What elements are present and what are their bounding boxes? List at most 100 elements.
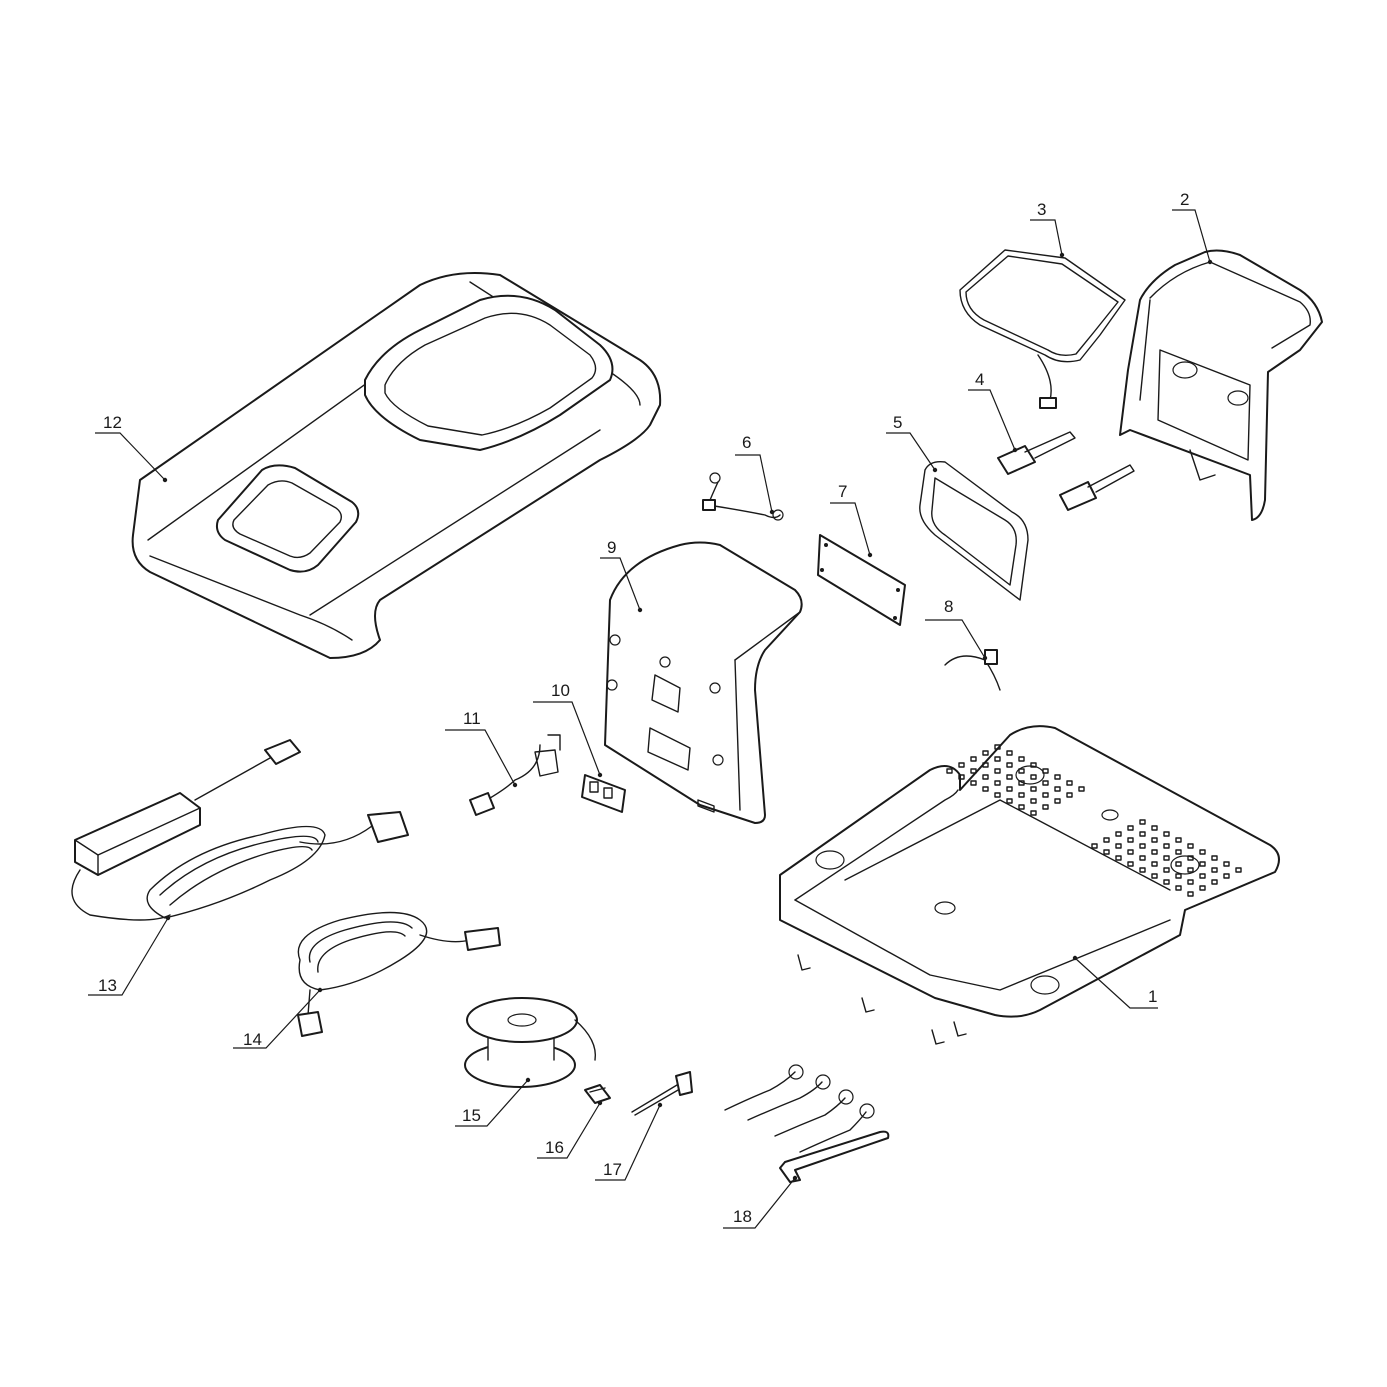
leader-dot-17 xyxy=(657,1102,663,1108)
wire-connector-part xyxy=(584,1084,611,1104)
vent-hole xyxy=(994,792,1001,798)
vent-hole xyxy=(982,750,989,756)
vent-hole xyxy=(1127,837,1134,843)
sensor-cable-part xyxy=(944,649,1001,691)
leader-dot-13 xyxy=(165,915,171,921)
power-supply-part xyxy=(71,739,409,921)
connector-board-part xyxy=(581,774,626,813)
vent-hole xyxy=(1187,879,1194,885)
leader-dot-12 xyxy=(162,477,168,483)
vent-hole xyxy=(1163,855,1170,861)
vent-hole xyxy=(958,774,965,780)
vent-hole xyxy=(1054,774,1061,780)
vent-hole xyxy=(1030,798,1037,804)
leader-line-17 xyxy=(595,1104,661,1181)
rear-housing-part xyxy=(1119,249,1323,521)
vent-hole xyxy=(1151,837,1158,843)
vent-hole xyxy=(1151,861,1158,867)
vent-hole xyxy=(1211,879,1218,885)
vent-hole xyxy=(982,774,989,780)
callout-number: 3 xyxy=(1037,200,1046,219)
vent-hole xyxy=(1018,780,1025,786)
leader-dot-9 xyxy=(637,607,643,613)
vent-hole xyxy=(994,768,1001,774)
vent-hole xyxy=(982,762,989,768)
vent-hole xyxy=(1187,855,1194,861)
vent-hole xyxy=(1163,879,1170,885)
vent-hole xyxy=(1018,756,1025,762)
vent-hole xyxy=(1235,867,1242,873)
callout-number: 14 xyxy=(243,1030,262,1049)
vent-hole xyxy=(1006,786,1013,792)
screw-set-part xyxy=(724,1064,890,1183)
leader-line-5 xyxy=(886,432,936,471)
vent-hole xyxy=(1078,786,1085,792)
leader-line-8 xyxy=(925,619,986,659)
vent-hole xyxy=(1151,873,1158,879)
leader-dot-10 xyxy=(597,772,603,778)
vent-hole xyxy=(1006,762,1013,768)
leader-dot-2 xyxy=(1207,259,1213,265)
leader-line-11 xyxy=(445,729,516,786)
leader-line-15 xyxy=(455,1079,529,1127)
vent-hole xyxy=(1139,819,1146,825)
vent-hole xyxy=(1030,810,1037,816)
vent-hole xyxy=(1163,843,1170,849)
vent-hole xyxy=(1030,786,1037,792)
vent-hole xyxy=(1006,774,1013,780)
vent-hole xyxy=(1042,804,1049,810)
vent-hole xyxy=(1042,768,1049,774)
vent-hole xyxy=(1199,873,1206,879)
front-panel-part xyxy=(604,541,803,824)
dc-connector-part xyxy=(469,734,561,816)
wire-spool-part xyxy=(464,997,597,1088)
ground-peg-part xyxy=(631,1071,693,1116)
callout-number: 1 xyxy=(1148,987,1157,1006)
circuit-board-part xyxy=(817,534,906,626)
vent-hole xyxy=(1127,825,1134,831)
vent-hole xyxy=(1006,750,1013,756)
leader-dot-15 xyxy=(525,1077,531,1083)
callout-number: 16 xyxy=(545,1138,564,1157)
leader-line-9 xyxy=(600,557,641,611)
vent-hole xyxy=(1211,867,1218,873)
vent-hole xyxy=(994,744,1001,750)
vent-hole xyxy=(1187,891,1194,897)
leader-line-18 xyxy=(723,1177,796,1229)
vent-hole xyxy=(1199,849,1206,855)
vent-hole xyxy=(970,768,977,774)
vent-hole xyxy=(1139,843,1146,849)
vent-hole xyxy=(1042,792,1049,798)
callout-number: 13 xyxy=(98,976,117,995)
vent-hole xyxy=(1103,849,1110,855)
vent-hole xyxy=(994,756,1001,762)
vent-hole xyxy=(1175,885,1182,891)
vent-hole xyxy=(1066,792,1073,798)
vent-hole xyxy=(1006,798,1013,804)
leader-dot-14 xyxy=(317,987,323,993)
vent-hole xyxy=(946,768,953,774)
vent-hole xyxy=(1042,780,1049,786)
vent-hole xyxy=(1115,843,1122,849)
callout-number: 8 xyxy=(944,597,953,616)
leader-line-7 xyxy=(830,502,871,556)
vent-hole xyxy=(970,780,977,786)
leader-dot-8 xyxy=(982,655,988,661)
leader-dot-3 xyxy=(1059,252,1065,258)
vent-hole xyxy=(1018,792,1025,798)
callout-number: 7 xyxy=(838,482,847,501)
leader-dot-6 xyxy=(769,509,775,515)
callout-number: 15 xyxy=(462,1106,481,1125)
vent-hole xyxy=(1187,843,1194,849)
base-plate-part xyxy=(779,725,1280,1045)
callout-number: 6 xyxy=(742,433,751,452)
leader-line-10 xyxy=(533,701,601,776)
vent-hole xyxy=(1199,861,1206,867)
leader-line-6 xyxy=(735,454,773,513)
callout-number: 11 xyxy=(463,709,481,728)
callout-number: 2 xyxy=(1180,190,1189,209)
leader-line-12 xyxy=(95,432,166,481)
